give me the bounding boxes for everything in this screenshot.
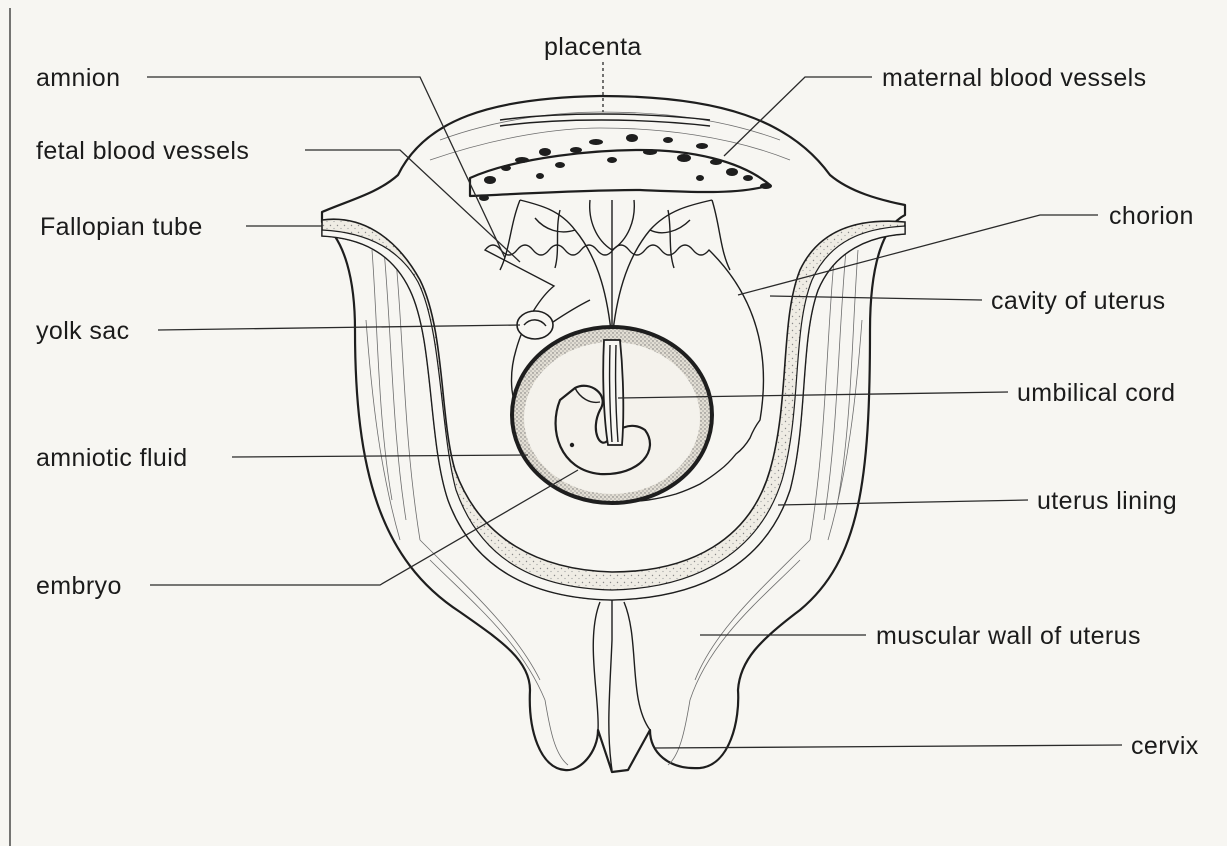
placenta-surface — [500, 114, 710, 120]
label-umbilical-cord: umbilical cord — [1017, 379, 1175, 407]
umbilical-cord — [603, 340, 623, 445]
label-fetal-blood-vessels: fetal blood vessels — [36, 137, 249, 165]
label-amnion: amnion — [36, 64, 120, 92]
label-cavity-of-uterus: cavity of uterus — [991, 287, 1166, 315]
placenta — [470, 114, 772, 201]
label-chorion: chorion — [1109, 202, 1194, 230]
cervical-edge-right — [624, 602, 650, 730]
label-cervix: cervix — [1131, 732, 1199, 760]
label-maternal-blood-vessels: maternal blood vessels — [882, 64, 1147, 92]
label-amniotic-fluid: amniotic fluid — [36, 444, 188, 472]
label-fallopian-tube: Fallopian tube — [40, 213, 203, 241]
cervical-canal — [609, 600, 612, 770]
label-embryo: embryo — [36, 572, 122, 600]
label-muscular-wall-of-uterus: muscular wall of uterus — [876, 622, 1141, 650]
label-yolk-sac: yolk sac — [36, 317, 130, 345]
label-uterus-lining: uterus lining — [1037, 487, 1177, 515]
cervical-edge-left — [593, 602, 600, 730]
label-placenta: placenta — [544, 33, 642, 61]
